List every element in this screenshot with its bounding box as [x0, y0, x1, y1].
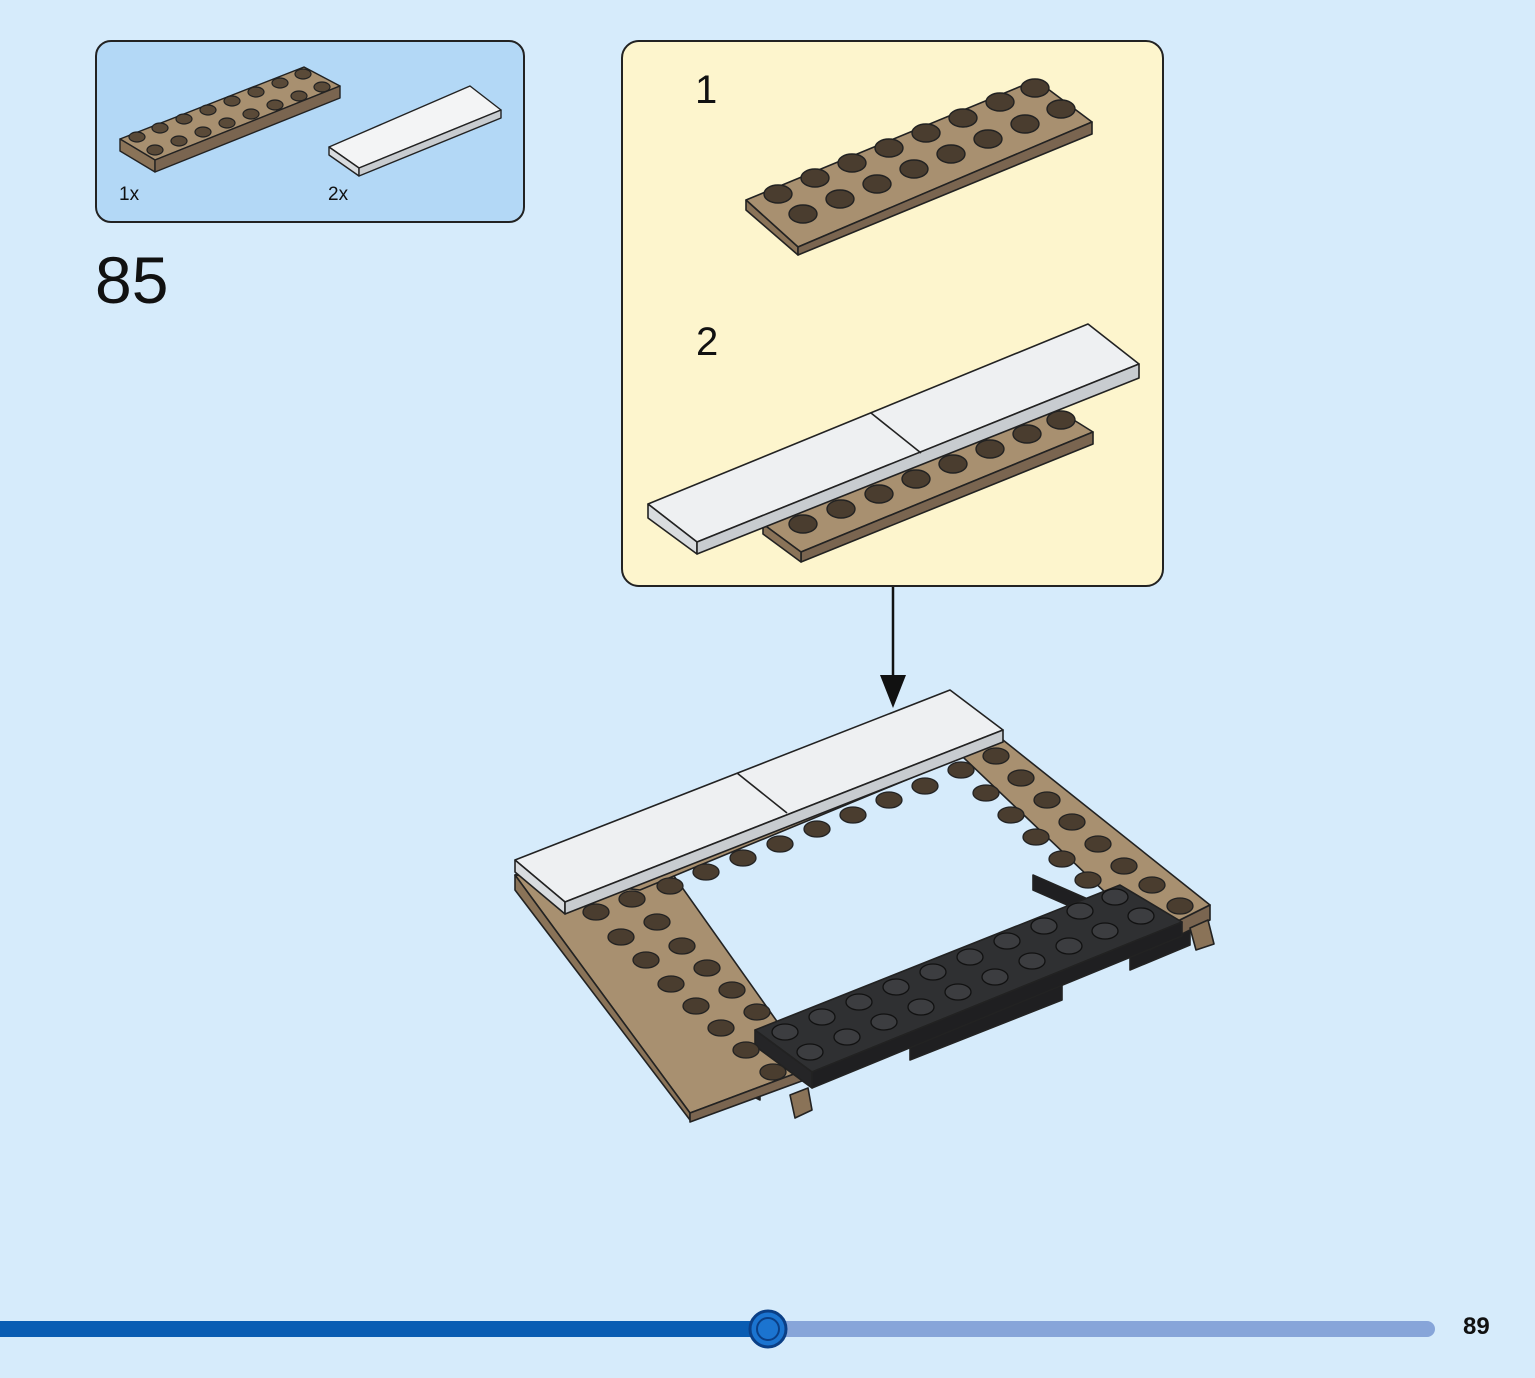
tile-2x6-part-image	[328, 85, 502, 177]
page-progress-bar	[0, 1309, 1435, 1349]
step-number: 85	[95, 243, 169, 317]
part-quantity-tile: 2x	[328, 184, 349, 205]
page-number: 89	[1463, 1313, 1490, 1340]
progress-marker-inner	[756, 1317, 780, 1341]
sub-assembly-box: 1 2	[621, 40, 1164, 587]
parts-list-box: 1x 2x	[95, 40, 525, 223]
sub-step-1-image	[745, 78, 1093, 256]
sub-step-2-image	[647, 323, 1140, 563]
progress-marker-icon	[748, 1309, 788, 1349]
sub-step-number-1: 1	[695, 68, 718, 112]
progress-fill	[0, 1321, 768, 1337]
part-quantity-plate: 1x	[119, 184, 140, 205]
plate-2x8-part-image	[119, 66, 341, 173]
sub-step-number-2: 2	[696, 320, 719, 364]
